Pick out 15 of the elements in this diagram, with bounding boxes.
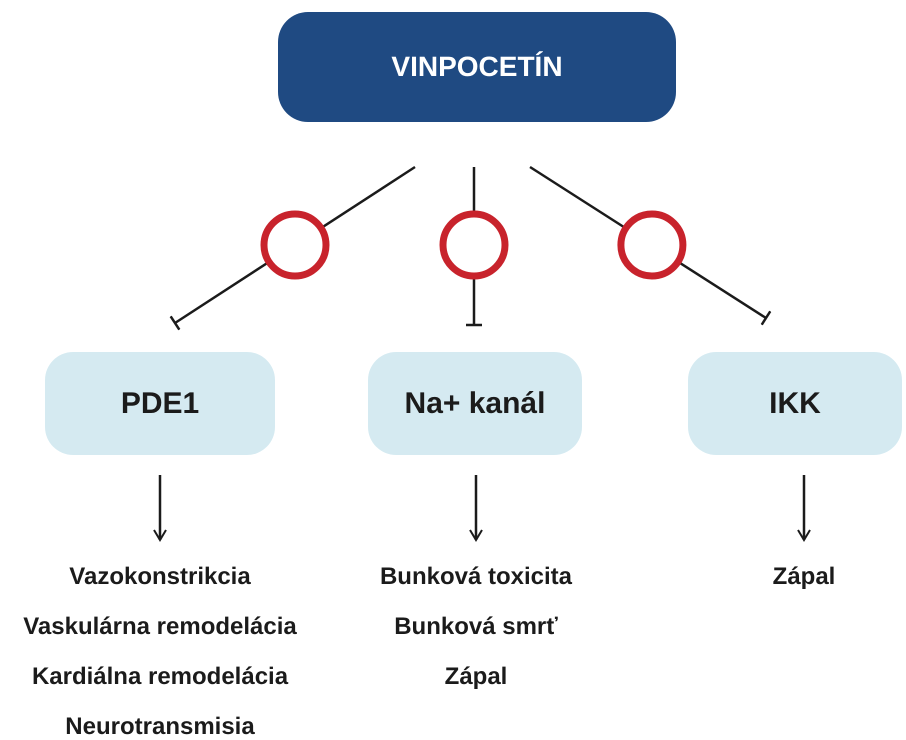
effect-text: Vaskulárna remodelácia [23, 612, 297, 642]
arrow [797, 475, 811, 541]
drug-box: VINPOCETÍN [278, 12, 676, 122]
effect-text: Vazokonstrikcia [69, 562, 251, 592]
arrow [469, 475, 483, 541]
effect-text: Zápal [772, 562, 836, 592]
effect-text: Zápal [444, 662, 508, 692]
effect-text: Bunková toxicita [380, 562, 572, 592]
effect-text: Kardiálna remodelácia [32, 662, 288, 692]
effect-text: Neurotransmisia [65, 712, 255, 740]
target-box: PDE1 [45, 352, 275, 455]
target-box: Na+ kanál [368, 352, 582, 455]
effect-text: Bunková smrť [394, 612, 558, 642]
target-box: IKK [688, 352, 902, 455]
arrow [153, 475, 167, 541]
